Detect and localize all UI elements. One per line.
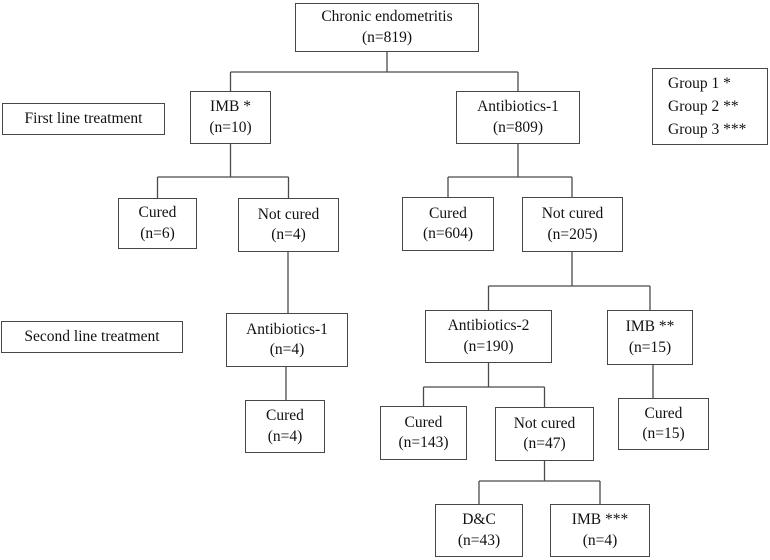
node-count: (n=205) xyxy=(547,225,598,243)
node-count: (n=15) xyxy=(628,338,672,356)
node-count: (n=143) xyxy=(398,434,449,451)
node-label: D&C xyxy=(462,511,496,529)
legend-line-group3: Group 3 *** xyxy=(668,121,747,139)
node-label: Antibiotics-1 xyxy=(246,320,328,338)
node-label: IMB * xyxy=(210,98,251,116)
node-label: Cured xyxy=(429,204,467,222)
legend-line-group2: Group 2 ** xyxy=(668,97,739,115)
node-dc: D&C (n=43) xyxy=(435,504,523,557)
node-count: (n=43) xyxy=(457,531,501,549)
node-count: (n=604) xyxy=(422,225,474,242)
node-count: (n=4) xyxy=(267,427,303,445)
node-notcured-after-antibiotics1: Not cured (n=205) xyxy=(522,197,623,252)
node-imb-first-line: IMB * (n=10) xyxy=(190,91,271,144)
node-cured-after-antibiotics1: Cured (n=604) xyxy=(402,197,494,251)
node-label: Cured xyxy=(404,413,443,431)
node-count: (n=10) xyxy=(209,118,252,136)
label-second-line-treatment: Second line treatment xyxy=(1,321,183,353)
node-count: (n=6) xyxy=(140,224,175,242)
node-count: (n=190) xyxy=(463,337,514,355)
node-label: IMB *** xyxy=(571,511,629,529)
node-chronic-endometritis: Chronic endometritis (n=819) xyxy=(295,3,479,52)
legend-line-group1: Group 1 * xyxy=(668,74,731,92)
node-antibiotics2-second-line: Antibiotics-2 (n=190) xyxy=(425,310,552,363)
node-label: Not cured xyxy=(541,205,604,223)
node-count: (n=809) xyxy=(492,118,544,136)
label-first-line-treatment: First line treatment xyxy=(2,103,165,135)
node-cured-after-imb1: Cured (n=6) xyxy=(118,198,197,249)
node-notcured-after-antibiotics2: Not cured (n=47) xyxy=(495,407,594,461)
node-label: Cured xyxy=(644,404,683,422)
node-label: Not cured xyxy=(513,414,576,432)
node-label: Chronic endometritis xyxy=(321,8,453,26)
group-legend: Group 1 * Group 2 ** Group 3 *** xyxy=(652,68,768,145)
node-count: (n=4) xyxy=(271,226,306,243)
node-antibiotics1-second-line: Antibiotics-1 (n=4) xyxy=(226,313,348,367)
node-label: Not cured xyxy=(257,205,320,223)
node-count: (n=4) xyxy=(582,531,618,549)
node-notcured-after-imb1: Not cured (n=4) xyxy=(238,198,339,252)
node-imb-third: IMB *** (n=4) xyxy=(550,504,650,557)
node-cured-after-antibiotics1-second: Cured (n=4) xyxy=(245,400,325,453)
node-count: (n=15) xyxy=(642,425,685,442)
node-count: (n=4) xyxy=(269,341,305,358)
node-count: (n=47) xyxy=(523,435,566,452)
node-label: IMB ** xyxy=(625,318,675,336)
node-label: Cured xyxy=(266,407,304,425)
node-antibiotics1-first-line: Antibiotics-1 (n=809) xyxy=(456,91,580,144)
node-label: Antibiotics-1 xyxy=(477,98,559,116)
node-count: (n=819) xyxy=(361,28,413,46)
node-cured-after-antibiotics2: Cured (n=143) xyxy=(380,406,467,460)
node-label: Cured xyxy=(138,204,177,222)
node-imb-second-line: IMB ** (n=15) xyxy=(607,310,693,365)
label-text: Second line treatment xyxy=(24,328,160,345)
node-label: Antibiotics-2 xyxy=(447,317,530,335)
label-text: First line treatment xyxy=(24,110,143,127)
node-cured-after-imb2: Cured (n=15) xyxy=(618,398,709,450)
